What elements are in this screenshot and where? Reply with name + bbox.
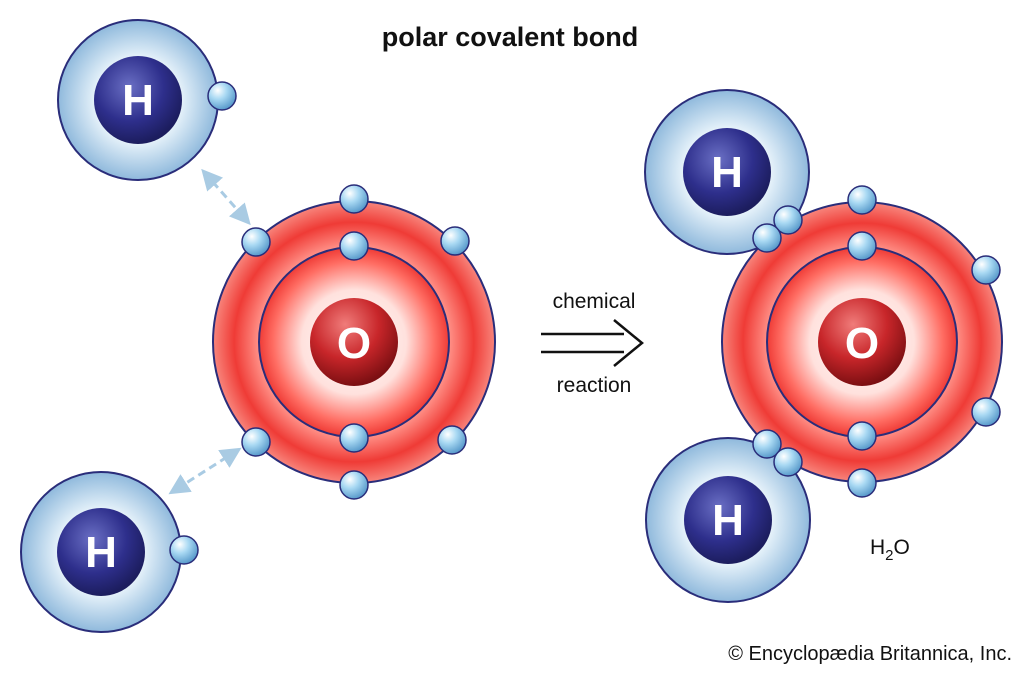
electron (339, 470, 369, 500)
electron (339, 231, 369, 261)
electron (847, 231, 877, 261)
electron (971, 397, 1001, 427)
oxygen-symbol: O (845, 319, 879, 368)
reactants-group: H H O (20, 19, 496, 633)
hydrogen-nucleus (683, 128, 771, 216)
oxygen-atom-right: O (721, 185, 1003, 498)
shared-electron (752, 223, 782, 253)
electron (241, 427, 271, 457)
attraction-arrow-top (201, 168, 251, 226)
electron (440, 226, 470, 256)
electron (971, 255, 1001, 285)
water-molecule-group: H H O H2 (644, 89, 1003, 603)
formula-tail: O (894, 536, 910, 559)
electron (207, 81, 237, 111)
electron (169, 535, 199, 565)
attraction-arrow-bottom (168, 447, 242, 495)
hydrogen-symbol: H (122, 76, 154, 125)
hydrogen-symbol: H (711, 148, 743, 197)
copyright-credit: © Encyclopædia Britannica, Inc. (728, 643, 1012, 665)
oxygen-nucleus (818, 298, 906, 386)
reaction-arrow-group: chemical reaction (541, 290, 644, 397)
shared-electron (773, 205, 803, 235)
hydrogen-nucleus (57, 508, 145, 596)
hydrogen-atom-top-left: H (57, 19, 237, 181)
shared-electron (752, 429, 782, 459)
oxygen-symbol: O (337, 319, 371, 368)
shared-electron (773, 447, 803, 477)
diagram-title: polar covalent bond (382, 22, 639, 52)
hydrogen-symbol: H (712, 496, 744, 545)
hydrogen-nucleus (94, 56, 182, 144)
electron (437, 425, 467, 455)
molecule-formula: H2O (870, 536, 910, 564)
double-arrow (541, 319, 644, 367)
electron (847, 468, 877, 498)
oxygen-nucleus (310, 298, 398, 386)
formula-subscript: 2 (885, 547, 893, 564)
formula-main: H (870, 536, 885, 559)
hydrogen-nucleus (684, 476, 772, 564)
electron (847, 185, 877, 215)
electron (241, 227, 271, 257)
electron (847, 421, 877, 451)
reaction-label-top: chemical (553, 290, 636, 313)
electron (339, 184, 369, 214)
hydrogen-atom-top-right: H (644, 89, 810, 255)
electron (339, 423, 369, 453)
hydrogen-symbol: H (85, 528, 117, 577)
hydrogen-atom-bottom-left: H (20, 471, 199, 633)
hydrogen-atom-bottom-right: H (645, 437, 811, 603)
oxygen-atom-left: O (212, 184, 496, 500)
reaction-label-bottom: reaction (557, 374, 632, 397)
